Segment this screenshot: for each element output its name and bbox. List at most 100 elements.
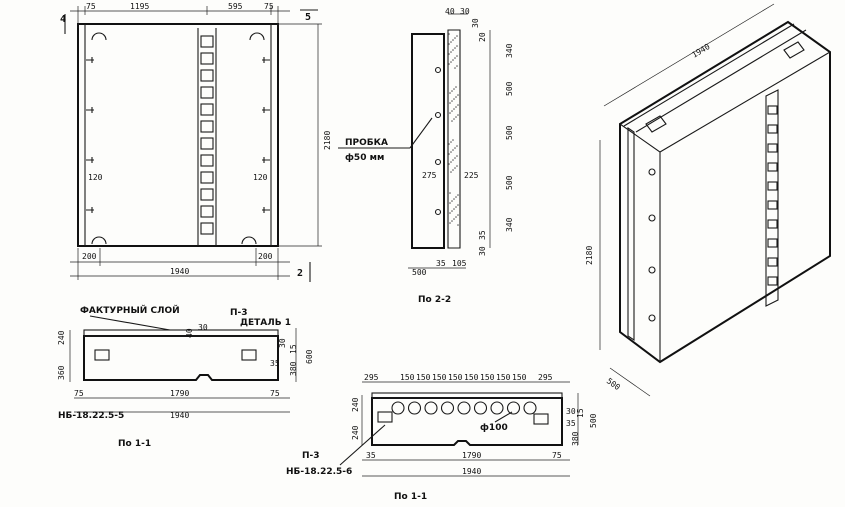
dim-label: 340 [505, 217, 514, 232]
texture-dot [448, 33, 450, 35]
texture-dot [453, 118, 455, 120]
groove-key [767, 105, 778, 115]
panel-mark: НБ-18.22.5-6 [286, 467, 352, 477]
dim-label: 75 [74, 389, 84, 398]
texture-dot [453, 208, 455, 210]
plug-label: ПРОБКА [345, 138, 388, 148]
groove-key [767, 143, 778, 153]
texture-dot [450, 61, 452, 63]
layer-label: ФАКТУРНЫЙ СЛОЙ [80, 304, 180, 316]
dim-label: 295 [364, 373, 379, 382]
texture-dot [455, 196, 457, 198]
texture-dot [453, 98, 455, 100]
texture-dot [457, 204, 459, 206]
dim-label: 600 [305, 349, 314, 364]
groove-key [200, 171, 214, 184]
texture-layer [371, 392, 563, 399]
groove-key [767, 124, 778, 134]
anchor-mark [86, 107, 94, 113]
texture-dot [457, 104, 459, 106]
block-outline [619, 20, 831, 364]
dim-label: 30 [471, 18, 480, 28]
texture-dot [455, 116, 457, 118]
dim-label: 150 [496, 373, 511, 382]
texture-dot [450, 171, 452, 173]
plug-holes [434, 66, 442, 216]
dim-label: 30 [478, 246, 487, 256]
void-hole [473, 401, 488, 415]
plug-hole [434, 208, 442, 216]
dim-label: 150 [512, 373, 527, 382]
section-caption: По 1-1 [394, 492, 427, 502]
embedded-part [241, 349, 257, 361]
texture-dot [448, 153, 450, 155]
texture-dot [450, 161, 452, 163]
void-hole [440, 401, 455, 415]
dim-label: 40 [185, 328, 194, 338]
lifting-loop [241, 236, 257, 245]
section-1-1-type5: ФАКТУРНЫЙ СЛОЙ П-3 ДЕТАЛЬ 1 240 360 40 3… [57, 304, 314, 449]
section-2-2: 40 30 30 20 340 500 500 500 340 ПРОБКА ф… [338, 7, 514, 305]
lifting-loop-socket [783, 41, 805, 59]
texture-dot [449, 222, 451, 224]
section-caption: По 2-2 [418, 295, 451, 305]
texture-dot [452, 139, 454, 141]
texture-dot [454, 157, 456, 159]
texture-dot [455, 86, 457, 88]
dim-label: 75 [86, 2, 96, 11]
dim-label: 120 [253, 173, 268, 182]
groove-key [767, 276, 778, 286]
dim-label: 360 [57, 365, 66, 380]
plug-hole [434, 158, 442, 166]
void-hole [407, 401, 422, 415]
groove-key [200, 103, 214, 116]
section-body [371, 397, 563, 446]
panel-outline [77, 23, 279, 247]
dim-label: 35 [436, 259, 446, 268]
hole-label: ф100 [480, 423, 508, 433]
texture-layer [447, 29, 461, 249]
part-label: П-3 [230, 308, 248, 318]
texture-dot [451, 120, 453, 122]
void-hole [506, 401, 521, 415]
height-dim-label: 2180 [585, 246, 594, 265]
dim-label: 35 [566, 419, 576, 428]
groove-key [767, 238, 778, 248]
plug-size: ф50 мм [345, 153, 384, 163]
texture-dot [449, 212, 451, 214]
isometric-view: 1940 2180 500 [585, 3, 831, 397]
embedded-part [533, 413, 549, 425]
dim-label: 1790 [170, 389, 189, 398]
texture-dot [455, 216, 457, 218]
texture-dot [453, 198, 455, 200]
dim-label: 500 [412, 268, 427, 277]
dim-label: 295 [538, 373, 553, 382]
texture-dot [448, 63, 450, 65]
texture-dot [454, 67, 456, 69]
anchor-mark [86, 207, 94, 213]
dim-label: 240 [57, 330, 66, 345]
texture-dot [457, 114, 459, 116]
texture-dot [451, 210, 453, 212]
groove-key [200, 35, 214, 48]
groove-key [767, 257, 778, 267]
section-number: 4 [60, 14, 66, 25]
top-layer-line [635, 29, 807, 133]
texture-dot [451, 200, 453, 202]
dim-label: 150 [400, 373, 415, 382]
texture-layer [83, 329, 279, 337]
dim-label: 30 [460, 7, 470, 16]
texture-dot [451, 90, 453, 92]
dim-label: 120 [88, 173, 103, 182]
texture-dot [452, 39, 454, 41]
leader-line [409, 117, 433, 149]
texture-dot [456, 35, 458, 37]
plug-hole [434, 111, 442, 119]
dim-label: 1940 [170, 267, 189, 276]
texture-dot [449, 92, 451, 94]
plug-hole [648, 168, 656, 176]
section-body [83, 335, 279, 381]
texture-dot [455, 96, 457, 98]
